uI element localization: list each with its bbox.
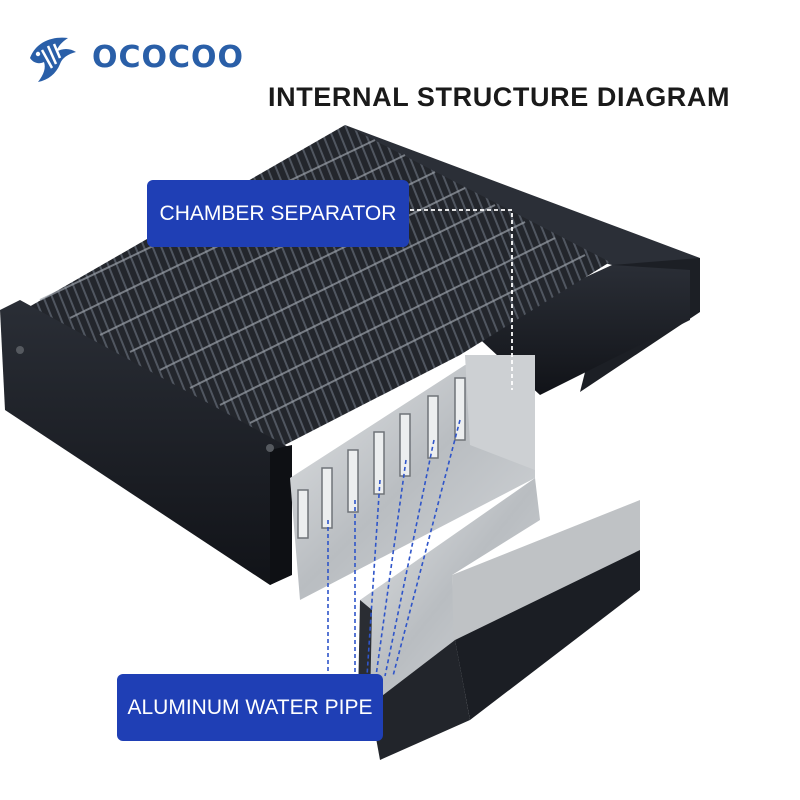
page-title: INTERNAL STRUCTURE DIAGRAM [268,82,731,112]
bird-head-icon [30,37,76,82]
leader-lines [410,209,513,390]
detached-channel [358,478,640,760]
aluminum-water-pipe-label: ALUMINUM WATER PIPE [117,674,383,741]
end-cap-left [0,300,292,585]
brand-logo: OCOCOO [22,28,244,86]
pipe-leader-lines [327,419,461,677]
chamber-cutaway [290,355,535,600]
brand-name: OCOCOO [92,39,245,75]
chamber-separator-label: CHAMBER SEPARATOR [147,180,409,247]
